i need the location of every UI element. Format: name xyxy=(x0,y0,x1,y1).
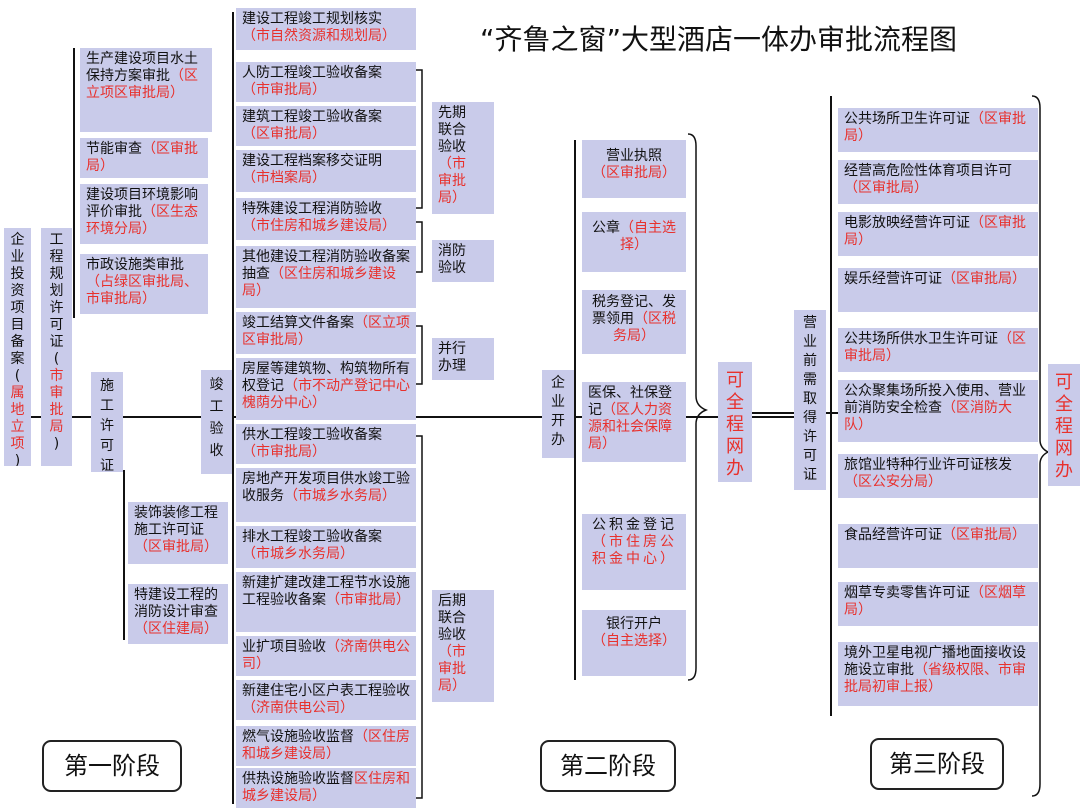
stage3-item: 娱乐经营许可证（区审批局） xyxy=(838,268,1038,312)
early-joint-acceptance: 先期联合验收（市审批局） xyxy=(432,102,494,214)
completion-item: 人防工程竣工验收备案（市审批局） xyxy=(236,62,416,102)
parallel-group-bracket xyxy=(416,325,423,385)
official-seal-box: 公章（自主选择） xyxy=(582,212,686,272)
housing-fund-box: 公积金登记（市住房公积金中心） xyxy=(582,514,686,590)
municipal-facility-box: 市政设施类审批（占绿区审批局、市审批局） xyxy=(80,254,208,314)
stage-one-label: 第一阶段 xyxy=(42,740,182,792)
opening-group-bracket xyxy=(687,133,709,681)
stage3-item: 公共场所卫生许可证（区审批局） xyxy=(838,108,1038,152)
online-processing-stage2: 可全程网办 xyxy=(718,362,752,482)
page-title: “齐鲁之窗”大型酒店一体办审批流程图 xyxy=(480,23,958,56)
completion-trunk-line xyxy=(232,12,234,804)
completion-item: 房屋等建筑物、构筑物所有权登记（市不动产登记中心槐荫分中心） xyxy=(236,358,416,420)
fire-acceptance: 消防验收 xyxy=(432,240,494,282)
stage3-item: 公共场所供水卫生许可证（区审批局） xyxy=(838,328,1038,372)
completion-item: 建筑工程竣工验收备案（区审批局） xyxy=(236,106,416,146)
connector-line xyxy=(750,412,800,414)
company-opening-column: 企业开办 xyxy=(542,370,574,458)
completion-item: 新建住宅小区户表工程验收（济南供电公司） xyxy=(236,680,416,720)
preopen-trunk-line xyxy=(830,96,832,716)
completion-item: 燃气设施验收监督（区住房和城乡建设局） xyxy=(236,726,416,766)
stage3-item: 电影放映经营许可证（区审批局） xyxy=(838,212,1038,256)
stage3-item: 经营高危险性体育项目许可（区审批局） xyxy=(838,160,1038,204)
completion-item: 供热设施验收监督区住房和城乡建设局） xyxy=(236,768,416,808)
invest-filing-column: 企业投资项目备案( 属地立项 ) xyxy=(4,228,31,466)
bank-account-box: 银行开户（自主选择） xyxy=(582,610,686,676)
business-license-box: 营业执照（区审批局） xyxy=(582,140,686,198)
completion-item: 房地产开发项目供水竣工验收服务（市城乡水务局） xyxy=(236,468,416,522)
completion-item: 竣工结算文件备案（区立项区审批局） xyxy=(236,312,416,354)
completion-item: 特殊建设工程消防验收（市住房和城乡建设局） xyxy=(236,198,416,240)
stage-three-label: 第三阶段 xyxy=(870,738,1004,790)
tax-registration-box: 税务登记、发票领用（区税务局） xyxy=(582,290,686,354)
completion-item: 建设工程档案移交证明（市档案局） xyxy=(236,150,416,192)
construction-permit-column: 施工许可证 xyxy=(91,372,123,472)
decoration-permit-box: 装饰装修工程施工许可证（区审批局） xyxy=(128,502,228,564)
stage3-item: 食品经营许可证（区审批局） xyxy=(838,524,1038,568)
stage3-item: 旅馆业特种行业许可证核发（区公安分局） xyxy=(838,454,1038,498)
planning-permit-column: 工程规划许可证( 市审批局 ) xyxy=(41,228,72,466)
completion-item: 业扩项目验收（济南供电公司） xyxy=(236,636,416,676)
env-impact-box: 建设项目环境影响评价审批（区生态环境分局） xyxy=(80,184,208,244)
soil-conservation-box: 生产建设项目水土保持方案审批（区立项区审批局） xyxy=(80,48,212,132)
stage-two-label: 第二阶段 xyxy=(540,740,676,792)
opening-trunk-line xyxy=(574,140,576,680)
late-group-bracket xyxy=(416,435,423,799)
construct-trunk-line xyxy=(123,470,125,640)
online-processing-stage3: 可全程网办 xyxy=(1048,364,1080,486)
stage1-trunk-line xyxy=(73,48,75,318)
completion-item: 建设工程竣工规划核实（市自然资源和规划局） xyxy=(236,8,416,50)
early-group-bracket xyxy=(416,69,423,209)
social-insurance-box: 医保、社保登记（区人力资源和社会保障局） xyxy=(582,382,686,462)
parallel-processing: 并行办理 xyxy=(432,338,494,380)
completion-item: 排水工程竣工验收备案（市城乡水务局） xyxy=(236,526,416,568)
energy-review-box: 节能审查（区审批局） xyxy=(80,138,208,178)
completion-item: 供水工程竣工验收备案（市审批局） xyxy=(236,424,416,464)
stage3-item: 烟草专卖零售许可证（区烟草局） xyxy=(838,582,1038,626)
late-joint-acceptance: 后期联合验收（市审批局） xyxy=(432,590,494,702)
stage3-item: 境外卫星电视广播地面接收设施设立审批（省级权限、市审批局初审上报） xyxy=(838,642,1038,706)
fire-design-review-box: 特建设工程的消防设计审查（区住建局） xyxy=(128,584,228,644)
completion-acceptance-column: 竣工验收 xyxy=(201,370,232,474)
completion-item: 其他建设工程消防验收备案抽查（区住房和城乡建设局） xyxy=(236,246,416,308)
fire-group-bracket xyxy=(416,221,423,273)
preopening-permit-column: 营业前需取得许可证 xyxy=(794,310,826,490)
stage3-item: 公众聚集场所投入使用、营业前消防安全检查（区消防大队） xyxy=(838,380,1038,442)
completion-item: 新建扩建改建工程节水设施工程验收备案（市审批局） xyxy=(236,572,416,632)
